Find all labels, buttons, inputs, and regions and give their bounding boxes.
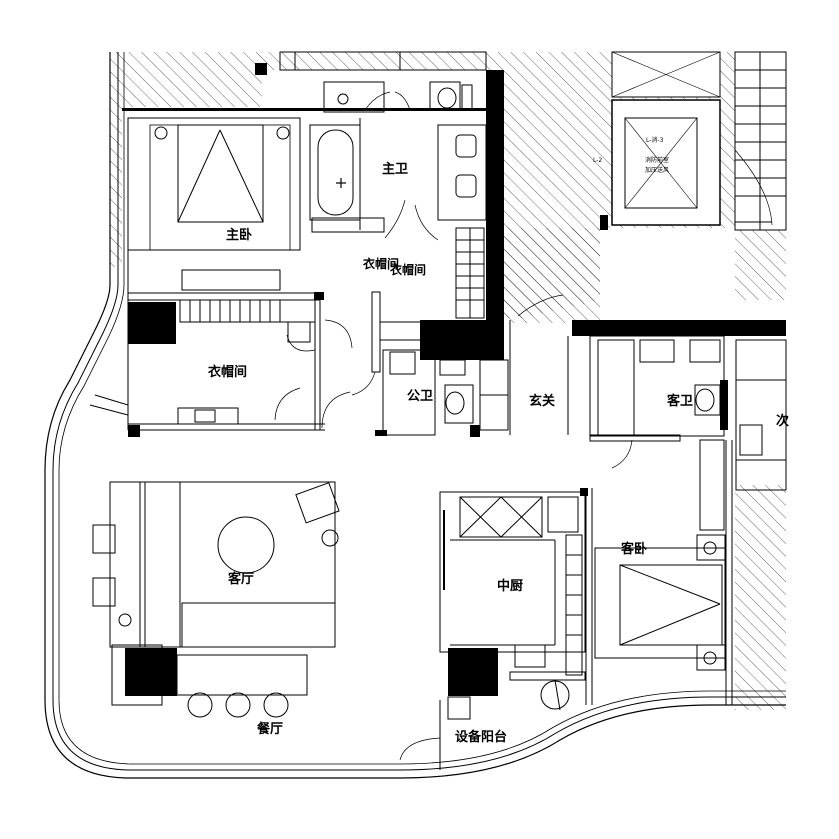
label-dining-room: 餐厅 <box>257 722 284 737</box>
label-cut-off: 次 <box>776 414 790 429</box>
label-walkin-closet-upper-overlap: 衣帽间 <box>390 263 427 277</box>
label-equipment-balcony: 设备阳台 <box>455 730 508 745</box>
label-public-bath: 公卫 <box>407 389 434 404</box>
shaft-note-2: 消防前室 <box>645 157 670 164</box>
exterior-wall <box>44 52 786 779</box>
shaft-note-side: L-2 <box>593 157 603 164</box>
hatch-right-strip <box>735 485 786 710</box>
shaft-note-3: 加压送风 <box>645 167 670 174</box>
hatch-top-left <box>122 52 262 107</box>
bathtub-drain <box>336 178 346 188</box>
hatch-top-strip <box>262 52 502 70</box>
interior-lines <box>89 51 787 770</box>
label-living-room: 客厅 <box>228 572 255 587</box>
label-walkin-closet-upper: 衣帽间 <box>363 257 400 271</box>
shaft-note-1: L-消-3 <box>646 137 664 144</box>
label-master-bath: 主卫 <box>382 162 409 177</box>
walls <box>122 63 786 696</box>
label-guest-bedroom: 客卧 <box>621 542 648 557</box>
label-foyer: 玄关 <box>529 394 556 409</box>
shaft <box>611 51 787 231</box>
label-guest-bath: 客卫 <box>667 394 694 409</box>
hatch-left-edge <box>110 52 122 267</box>
label-middle-kitchen: 中厨 <box>497 579 524 594</box>
label-master-bedroom: 主卧 <box>226 228 253 243</box>
hatch-core-lower <box>502 228 600 323</box>
label-walkin-closet-left: 衣帽间 <box>208 365 248 380</box>
